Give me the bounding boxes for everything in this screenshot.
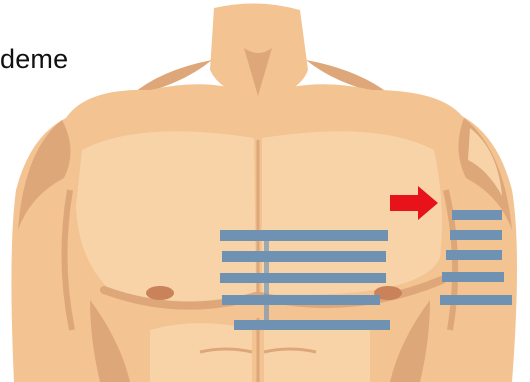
tape-strip [442, 272, 504, 282]
tape-strip [222, 295, 380, 305]
tape-strip [220, 273, 386, 283]
arrow-right-icon [390, 186, 438, 220]
tape-strip [234, 320, 390, 330]
tape-anchor [264, 234, 269, 322]
tape-strip [452, 210, 502, 220]
tape-strip [450, 230, 502, 240]
tape-strip [446, 250, 502, 260]
tape-strip [222, 251, 386, 262]
tape-strip [440, 295, 512, 305]
tape-strip [220, 230, 388, 241]
